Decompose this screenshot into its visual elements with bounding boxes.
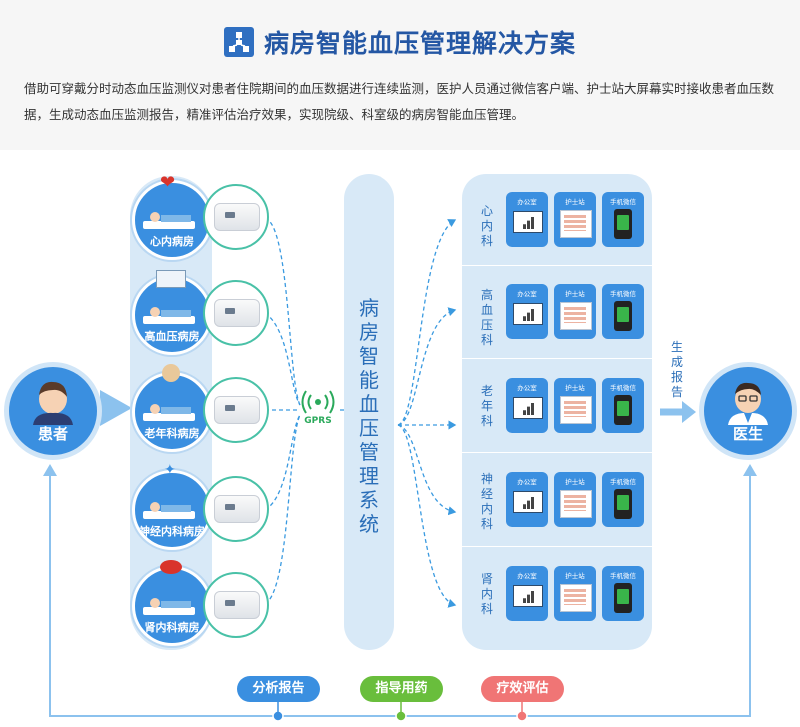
ward-label: 肾内科病房 [144, 621, 200, 634]
phone-icon [614, 209, 632, 239]
office-terminal: 办公室 [506, 472, 548, 527]
kidney-icon [160, 560, 182, 574]
bed-icon [143, 212, 195, 229]
page-title: 病房智能血压管理解决方案 [263, 29, 576, 58]
network-icon [223, 27, 254, 57]
computer-icon [513, 491, 543, 513]
bed-icon [143, 502, 195, 519]
signal-icon [301, 390, 335, 414]
bed-icon [143, 307, 195, 324]
ward-label: 神经内科病房 [139, 525, 205, 538]
header: 病房智能血压管理解决方案 借助可穿戴分时动态血压监测仪对患者住院期间的血压数据进… [0, 0, 800, 150]
dept-row-hypertension: 高血压科 办公室 护士站 手机微信 [462, 266, 652, 359]
bp-monitor-device [203, 572, 269, 638]
computer-icon [513, 303, 543, 325]
dept-name: 肾内科 [480, 572, 493, 616]
doctor-label: 医生 [732, 425, 763, 443]
system-label: 病房智能血压管理系统 [344, 296, 394, 536]
monitor-icon [156, 270, 186, 288]
office-terminal: 办公室 [506, 284, 548, 339]
office-terminal: 办公室 [506, 378, 548, 433]
doctor-avatar-icon [728, 382, 768, 425]
office-terminal: 办公室 [506, 566, 548, 621]
mobile-wechat-terminal: 手机微信 [602, 566, 644, 621]
ward-label: 高血压病房 [144, 330, 200, 343]
ward-label: 心内病房 [150, 235, 194, 248]
dept-row-neurology: 神经内科 办公室 护士站 手机微信 [462, 454, 652, 547]
phone-icon [614, 395, 632, 425]
dept-name: 老年科 [480, 384, 493, 428]
display-board-icon [560, 396, 592, 424]
bp-monitor-device [203, 377, 269, 443]
phone-icon [614, 583, 632, 613]
efficacy-evaluation-tag: 疗效评估 [481, 676, 564, 702]
bed-icon [143, 598, 195, 615]
brain-icon: ✦ [164, 462, 176, 478]
phone-icon [614, 301, 632, 331]
heart-icon: ❤ [160, 172, 176, 193]
gprs-node: GPRS [296, 388, 340, 432]
display-board-icon [560, 302, 592, 330]
dept-name: 神经内科 [480, 472, 493, 531]
patient-label: 患者 [37, 425, 68, 443]
mobile-wechat-terminal: 手机微信 [602, 378, 644, 433]
mobile-wechat-terminal: 手机微信 [602, 284, 644, 339]
display-board-icon [560, 490, 592, 518]
dept-name: 高血压科 [480, 288, 493, 347]
management-system: 病房智能血压管理系统 [344, 174, 394, 650]
elderly-icon [162, 364, 180, 382]
computer-icon [513, 211, 543, 233]
analysis-report-tag: 分析报告 [237, 676, 320, 702]
generate-report-label: 生成报告 [670, 340, 683, 399]
nurse-station-terminal: 护士站 [554, 378, 596, 433]
computer-icon [513, 585, 543, 607]
bed-icon [143, 404, 195, 421]
nurse-station-terminal: 护士站 [554, 566, 596, 621]
office-terminal: 办公室 [506, 192, 548, 247]
bp-monitor-device [203, 280, 269, 346]
dept-row-cardiology: 心内科 办公室 护士站 手机微信 [462, 174, 652, 266]
gprs-label: GPRS [304, 416, 332, 426]
computer-icon [513, 397, 543, 419]
patient-avatar-icon [33, 381, 73, 425]
nurse-station-terminal: 护士站 [554, 192, 596, 247]
department-panel: 心内科 办公室 护士站 手机微信 高血压科 办公室 护士站 手机微信 老年科 办… [462, 174, 652, 650]
display-board-icon [560, 210, 592, 238]
title-bar: 病房智能血压管理解决方案 [0, 20, 800, 64]
dept-name: 心内科 [480, 204, 493, 248]
nurse-station-terminal: 护士站 [554, 284, 596, 339]
nurse-station-terminal: 护士站 [554, 472, 596, 527]
dept-row-nephrology: 肾内科 办公室 护士站 手机微信 [462, 548, 652, 640]
bp-monitor-device [203, 476, 269, 542]
intro-text: 借助可穿戴分时动态血压监测仪对患者住院期间的血压数据进行连续监测，医护人员通过微… [24, 81, 775, 122]
dept-row-geriatrics: 老年科 办公室 护士站 手机微信 [462, 360, 652, 453]
bp-monitor-device [203, 184, 269, 250]
system-label-text: 病房智能血压管理系统 [359, 296, 379, 536]
mobile-wechat-terminal: 手机微信 [602, 192, 644, 247]
ward-hypertension: 高血压病房 [132, 275, 212, 355]
phone-icon [614, 489, 632, 519]
ward-neurology: 神经内科病房 [132, 470, 212, 550]
ward-nephrology: 肾内科病房 [132, 566, 212, 646]
medication-guidance-tag: 指导用药 [360, 676, 443, 702]
mobile-wechat-terminal: 手机微信 [602, 472, 644, 527]
doctor-node: 医生 [699, 362, 797, 460]
ward-geriatrics: 老年科病房 [132, 372, 212, 452]
patient-node: 患者 [4, 362, 102, 460]
display-board-icon [560, 584, 592, 612]
ward-label: 老年科病房 [144, 427, 200, 440]
